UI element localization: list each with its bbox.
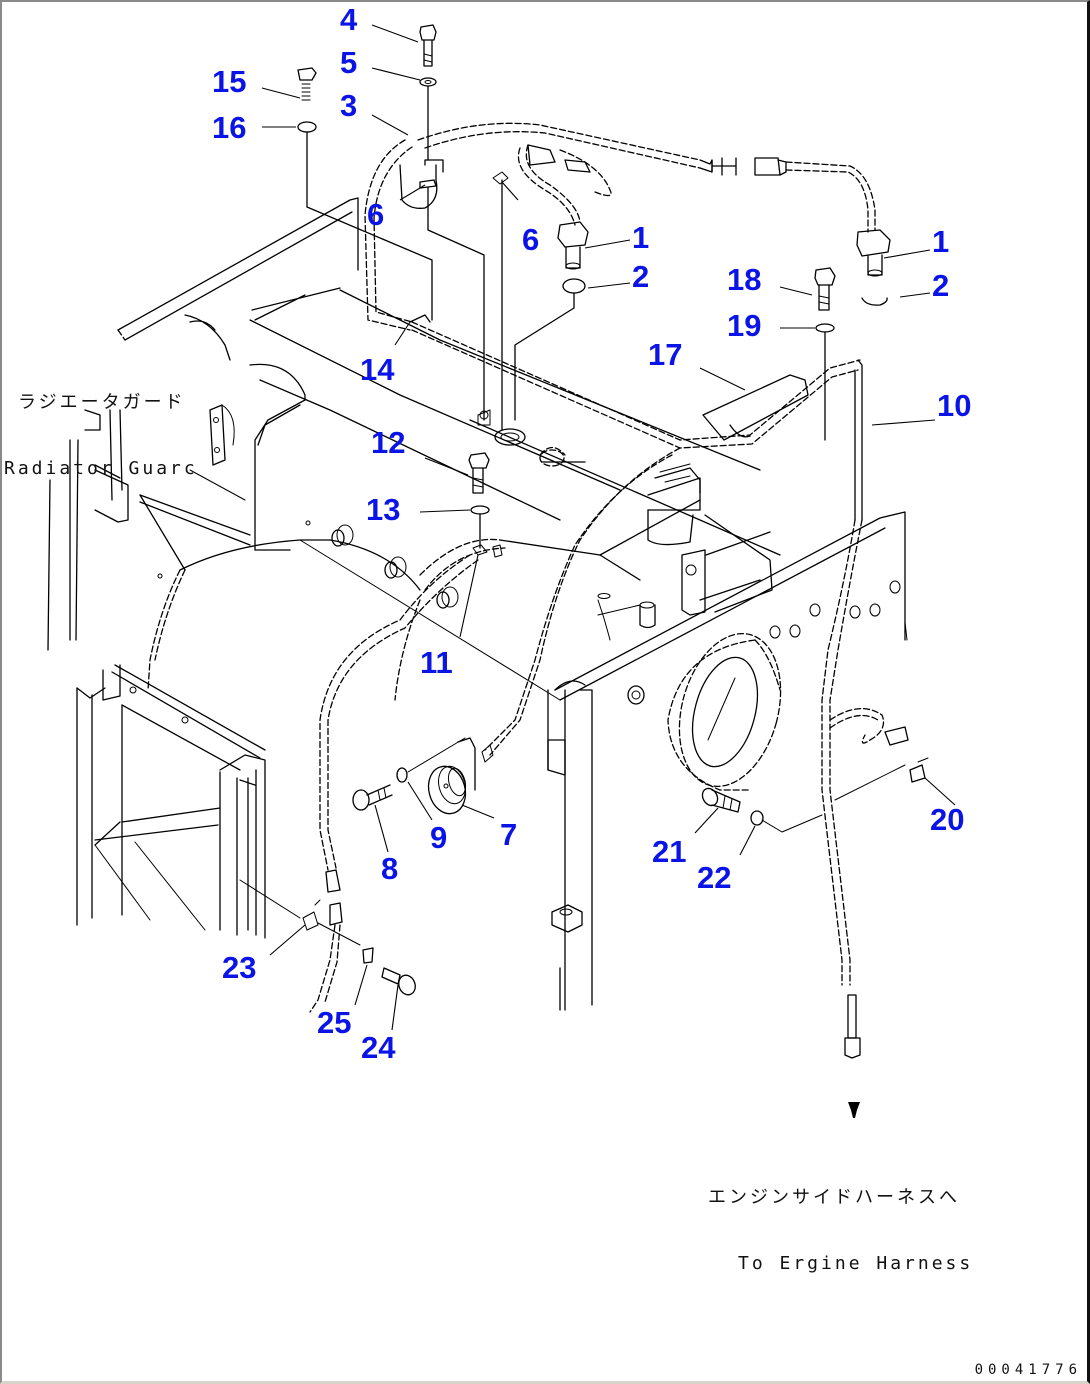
part-6-clip: [477, 171, 509, 431]
callout-14: 14: [360, 352, 395, 387]
part-9-washer: [396, 767, 408, 783]
leader-lines: [261, 24, 956, 1031]
engine-harness-note-jp: エンジンサイドハーネスへ: [708, 1187, 960, 1208]
part-5-washer: [419, 77, 437, 87]
callout-15: 15: [212, 64, 246, 99]
callout-23: 23: [222, 950, 256, 985]
bearing-boss: [667, 632, 782, 791]
part-21-bolt: [701, 787, 741, 813]
part-18-bolt: [814, 267, 836, 311]
callout-2: 2: [932, 268, 949, 303]
callouts: 4 5 3 15 16 6 6 1 2 1 2 18 19 17 10 14 1…: [212, 2, 971, 1065]
bushing: [331, 524, 459, 609]
callout-2: 2: [632, 259, 649, 294]
drawing-number: 00041776: [974, 1362, 1082, 1378]
callout-25: 25: [317, 1005, 351, 1040]
callout-6: 6: [367, 197, 384, 232]
part-4-bolt: [419, 24, 437, 67]
radiator-guard-note-en: Radiator Guarc: [4, 458, 198, 479]
part-19-washer: [815, 323, 835, 333]
callout-18: 18: [727, 262, 761, 297]
part-16-washer: [297, 121, 317, 133]
callout-19: 19: [727, 308, 761, 343]
part-15-screw: [297, 67, 317, 101]
part-3-clip: [399, 159, 485, 421]
part-22-washer: [750, 810, 764, 826]
part-12-bolt: [468, 452, 490, 494]
callout-7: 7: [500, 817, 517, 852]
radiator-guard-note-jp: ラジエータガード: [18, 392, 186, 413]
callout-9: 9: [430, 820, 447, 855]
arrow-down-icon: [848, 1102, 860, 1118]
callout-22: 22: [697, 860, 731, 895]
part-1-sensor-right: [856, 229, 891, 277]
part-25-washer: [362, 947, 374, 964]
part-11-clip: [472, 544, 503, 558]
callout-8: 8: [381, 851, 398, 886]
part-20-clip: [834, 757, 929, 801]
main-frame: [47, 197, 781, 701]
callout-4: 4: [340, 2, 358, 37]
part-24-bolt: [381, 967, 416, 996]
engine-harness-note: エンジンサイドハーネスへ To Ergine Harness: [708, 1143, 974, 1297]
callout-12: 12: [371, 425, 405, 460]
part-23-clip: [302, 899, 361, 946]
callout-1: 1: [932, 224, 949, 259]
right-side-panel: [547, 477, 908, 1011]
part-7-horn: [427, 737, 494, 815]
callout-6: 6: [522, 222, 539, 257]
callout-1: 1: [632, 220, 649, 255]
callout-13: 13: [366, 492, 400, 527]
part-2-gasket-right: [861, 297, 888, 306]
wire-harness: [309, 122, 909, 1059]
callout-24: 24: [361, 1030, 396, 1065]
callout-20: 20: [930, 802, 964, 837]
callout-3: 3: [340, 88, 357, 123]
engine-harness-note-en: To Ergine Harness: [738, 1253, 974, 1274]
part-2-gasket-left: [562, 278, 586, 294]
radiator-guard-frame: [76, 664, 301, 939]
callout-10: 10: [937, 388, 971, 423]
part-8-bolt: [352, 784, 393, 811]
callout-11: 11: [420, 645, 453, 680]
callout-17: 17: [648, 337, 682, 372]
radiator-guard-note: ラジエータガード Radiator Guarc: [4, 348, 198, 502]
part-13-washer: [470, 505, 490, 515]
callout-16: 16: [212, 110, 246, 145]
callout-5: 5: [340, 45, 357, 80]
callout-21: 21: [652, 834, 686, 869]
part-1-sensor-left: [557, 221, 589, 270]
